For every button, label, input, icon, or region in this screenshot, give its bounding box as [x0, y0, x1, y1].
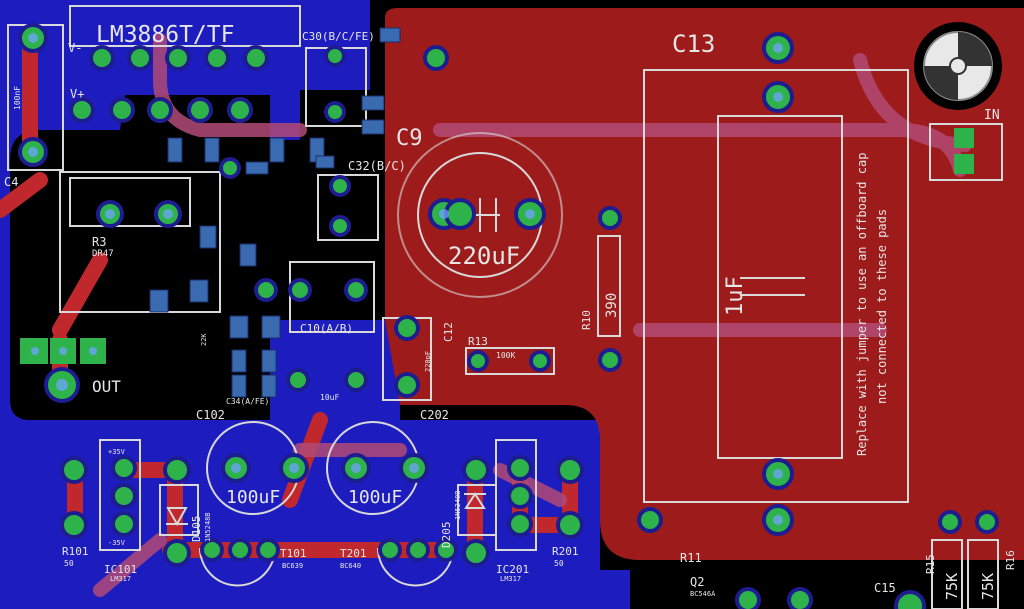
- label-r15-value: 75K: [943, 573, 961, 600]
- label-c13-value: 1uF: [723, 276, 748, 316]
- silkscreen-labels: LM3886T/TF C13 C9 220uF C30(B/C/FE) C32(…: [4, 22, 1017, 600]
- label-r10-value: 390: [604, 293, 620, 318]
- label-r101: R101: [62, 545, 89, 558]
- label-t201: T201: [340, 547, 367, 560]
- label-vminus: V-: [68, 41, 82, 55]
- label-c12: C12: [442, 322, 455, 342]
- label-ic101: IC101: [104, 563, 137, 576]
- label-c32: C32(B/C): [348, 159, 406, 173]
- label-d205: D205: [440, 522, 453, 549]
- smd-pads: [149, 27, 401, 398]
- label-t101-value: BC639: [282, 562, 303, 570]
- label-r13: R13: [468, 335, 488, 348]
- label-r13-value: 100K: [496, 351, 515, 360]
- label-r3: R3: [92, 235, 106, 249]
- label-c102: C102: [196, 408, 225, 422]
- label-r10: R10: [580, 310, 593, 330]
- label-r16: R16: [1004, 550, 1017, 570]
- label-r3-value: DR47: [92, 249, 114, 259]
- label-c4: C4: [4, 175, 18, 189]
- label-r16-value: 75K: [979, 573, 997, 600]
- label-t101: T101: [280, 547, 307, 560]
- label-r201-value: 50: [554, 559, 564, 568]
- label-ic201-value: LM317: [500, 575, 521, 583]
- label-r201: R201: [552, 545, 579, 558]
- label-r15: R15: [924, 554, 937, 574]
- mounting-hole: [914, 22, 1002, 110]
- label-ic201: IC201: [496, 563, 529, 576]
- label-out: OUT: [92, 377, 121, 396]
- label-c10: C10(A/B): [300, 322, 353, 335]
- diode-symbols: [166, 492, 486, 527]
- label-c34: C34(A/FE): [226, 397, 269, 406]
- label-c102-value: 100uF: [226, 487, 280, 508]
- black-keepout-zone: [10, 95, 270, 420]
- label-c4-value: 100nF: [13, 86, 22, 110]
- top-copper-pour: [385, 8, 1024, 560]
- label-vplus: V+: [70, 87, 84, 101]
- label-c202: C202: [420, 408, 449, 422]
- label-q2: Q2: [690, 575, 704, 589]
- label-c15: C15: [874, 581, 896, 595]
- label-plus35v: +35V: [108, 448, 126, 456]
- label-c30: C30(B/C/FE): [302, 30, 375, 43]
- label-c12-value: 220pF: [424, 351, 432, 372]
- label-note-line2: not connected to these pads: [875, 209, 889, 404]
- label-c10-value: 10uF: [320, 393, 339, 402]
- label-in: IN: [984, 108, 1000, 123]
- label-c9: C9: [396, 126, 423, 151]
- label-smd-resistor: 22K: [200, 333, 208, 346]
- label-c13: C13: [672, 30, 715, 58]
- label-ic101-value: LM317: [110, 575, 131, 583]
- label-note-line1: Replace with jumper to use an offboard c…: [855, 153, 869, 456]
- label-c202-value: 100uF: [348, 487, 402, 508]
- label-r101-value: 50: [64, 559, 74, 568]
- label-minus35v: -35V: [108, 539, 126, 547]
- through-hole-pads: [18, 23, 999, 609]
- label-t201-value: BC640: [340, 562, 361, 570]
- label-r11: R11: [680, 551, 702, 565]
- label-d205-value: 1N5248B: [454, 490, 462, 520]
- label-c9-value: 220uF: [448, 242, 520, 270]
- label-q2-value: BC546A: [690, 590, 716, 598]
- label-lm3886: LM3886T/TF: [96, 22, 234, 48]
- label-d105-value: 1N5248B: [204, 512, 212, 542]
- label-d105: D105: [190, 516, 203, 543]
